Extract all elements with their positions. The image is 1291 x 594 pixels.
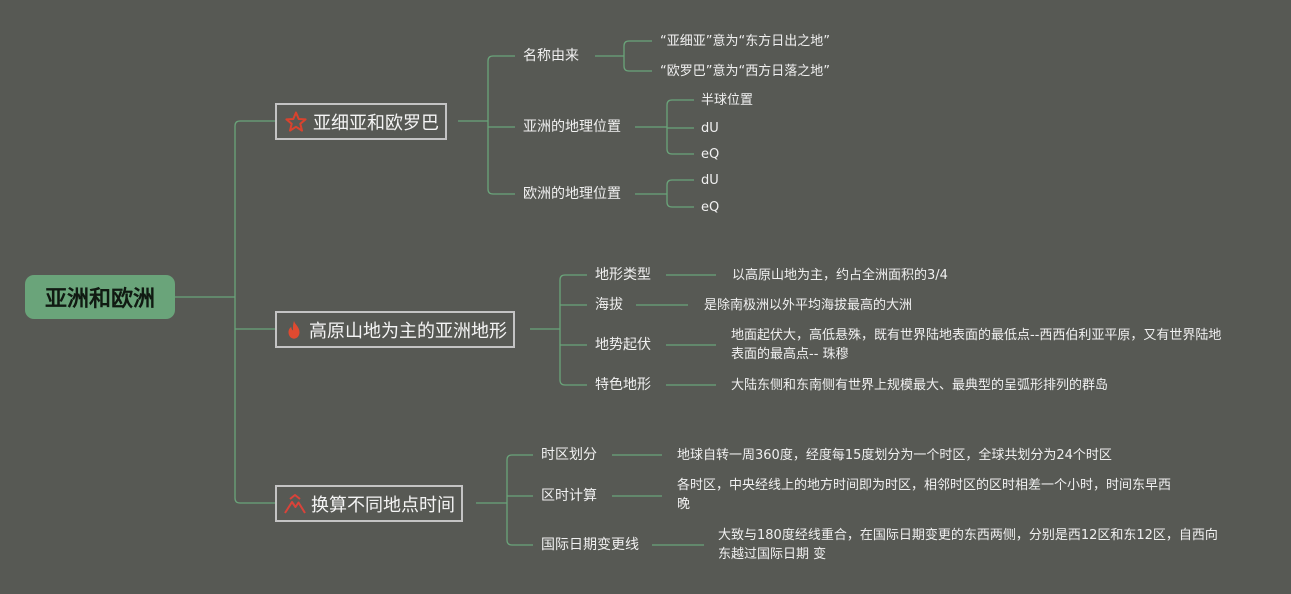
topic1-connector-branch-0 [559,274,587,281]
sub-time-zone-division[interactable]: 时区划分 [541,447,597,463]
topic0-connector-branch-2 [487,188,515,195]
leaf-time-zone-division[interactable]: 地球自转一周360度，经度每15度划分为一个时区，全球共划分为24个时区 [677,448,1112,463]
sub-name-connector-branch-0 [623,40,652,47]
topic-label: 换算不同地点时间 [311,494,455,516]
sub-name-connector-branch-1 [623,65,652,72]
mountain-peaks-icon [284,493,306,514]
sub-relief[interactable]: 地势起伏 [595,337,651,353]
topic2-connector-branch-0 [506,454,533,461]
topic-label: 高原山地为主的亚洲地形 [309,320,507,342]
topic-asia-terrain[interactable]: 高原山地为主的亚洲地形 [275,311,515,348]
leaf-eq[interactable]: eQ [701,147,720,162]
flame-icon [288,320,300,339]
sub-europe-connector-branch-1 [666,201,694,208]
leaf-hemisphere[interactable]: 半球位置 [701,93,754,108]
sub-europe-location[interactable]: 欧洲的地理位置 [523,186,621,202]
leaf-terrain-type[interactable]: 以高原山地为主，约占全洲面积的3/4 [732,268,948,283]
leaf-special-landform[interactable]: 大陆东侧和东南侧有世界上规模最大、最典型的呈弧形排列的群岛 [731,378,1109,393]
leaf-relief[interactable]: 地面起伏大，高低悬殊，既有世界陆地表面的最低点--西西伯利亚平原，又有世界陆地表… [731,328,1222,362]
root-connector-branch-0 [234,120,275,127]
topic-time-conversion[interactable]: 换算不同地点时间 [275,485,463,522]
topic-asia-europe-names[interactable]: 亚细亚和欧罗巴 [275,103,447,140]
topic-label: 亚细亚和欧罗巴 [313,112,439,134]
leaf-elevation[interactable]: 是除南极洲以外平均海拔最高的大洲 [704,298,913,313]
root-label: 亚洲和欧洲 [44,287,155,312]
leaf-date-line[interactable]: 大致与180度经线重合，在国际日期变更的东西两侧，分别是西12区和东12区，自西… [718,528,1218,562]
sub-europe-connector-branch-0 [666,179,694,186]
sub-name-origin[interactable]: 名称由来 [523,48,579,64]
topic0-connector-branch-0 [487,55,515,62]
root-connector-branch-2 [234,497,275,504]
sub-asia-location[interactable]: 亚洲的地理位置 [523,119,621,135]
topic1-connector-branch-3 [559,379,587,386]
leaf-asia-name[interactable]: “亚细亚”意为“东方日出之地” [660,34,830,49]
topic2-connector-branch-2 [506,539,533,546]
leaf-europe-name[interactable]: “欧罗巴”意为“西方日落之地” [660,64,830,79]
star-outline-icon [285,111,307,132]
leaf-du[interactable]: dU [701,121,719,136]
sub-asia-connector-branch-0 [666,99,694,106]
sub-zone-time-calc[interactable]: 区时计算 [541,488,597,504]
sub-terrain-type[interactable]: 地形类型 [595,267,651,283]
root-node[interactable]: 亚洲和欧洲 [25,275,175,319]
sub-asia-connector-branch-2 [666,148,694,155]
sub-special-landform[interactable]: 特色地形 [595,377,651,393]
leaf-eq[interactable]: eQ [701,200,720,215]
leaf-zone-time-calc[interactable]: 各时区，中央经线上的地方时间即为时区，相邻时区的区时相差一个小时，时间东早西晚 [677,478,1172,512]
leaf-du[interactable]: dU [701,173,719,188]
sub-date-line[interactable]: 国际日期变更线 [541,537,639,553]
sub-elevation[interactable]: 海拔 [595,297,623,313]
